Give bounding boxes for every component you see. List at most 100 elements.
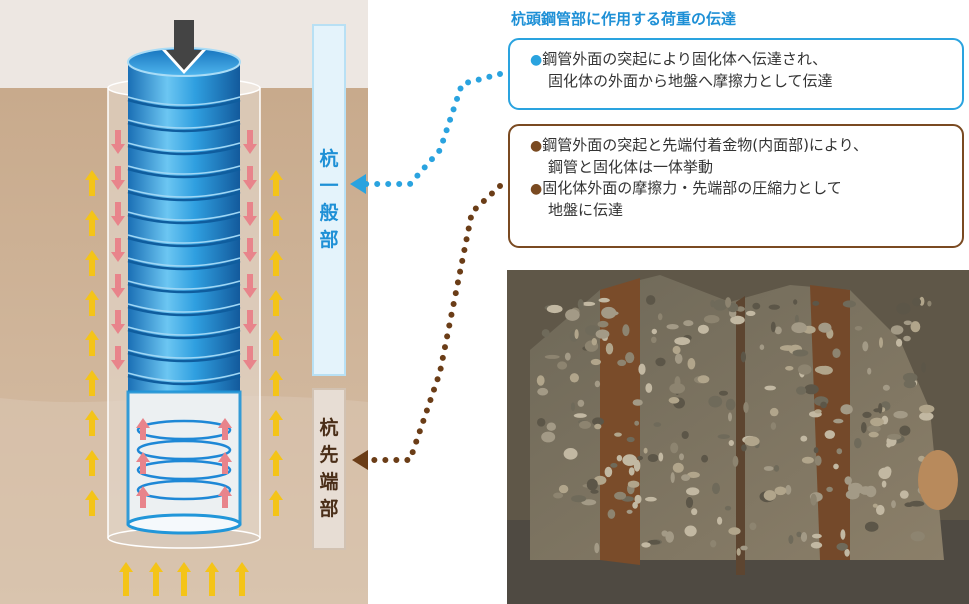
aggregate-stone (553, 492, 564, 499)
aggregate-stone (732, 455, 739, 467)
bullet-icon: ● (530, 138, 543, 154)
down-arrow-icon-shaft (115, 274, 121, 290)
aggregate-stone (796, 386, 807, 395)
up-arrow-icon (269, 370, 283, 380)
aggregate-stone (878, 467, 891, 479)
down-arrow-icon (243, 360, 257, 370)
aggregate-stone (785, 484, 792, 495)
aggregate-stone (685, 496, 694, 509)
aggregate-stone (890, 325, 904, 335)
aggregate-stone (590, 489, 599, 494)
aggregate-stone (867, 367, 872, 375)
up-arrow-icon (85, 250, 99, 260)
aggregate-stone (617, 359, 627, 366)
up-arrow-icon (218, 418, 232, 428)
aggregate-stone (736, 306, 745, 312)
aggregate-stone (574, 329, 579, 340)
up-arrow-icon-shaft (89, 338, 95, 356)
aggregate-stone (536, 375, 545, 386)
up-arrow-icon-shaft (222, 426, 228, 440)
aggregate-stone (626, 509, 633, 514)
aggregate-stone (812, 533, 822, 539)
pipe-rib (127, 374, 241, 386)
pipe-rib-highlight (127, 303, 241, 313)
aggregate-stone (598, 297, 610, 303)
aggregate-stone (854, 326, 863, 331)
up-arrow-icon-shaft (209, 570, 215, 596)
aggregate-stone (595, 329, 610, 339)
aggregate-stone (844, 476, 852, 485)
aggregate-stone (597, 320, 609, 328)
spiral-coil (136, 419, 232, 441)
aggregate-stone (903, 379, 917, 389)
aggregate-stone (537, 387, 549, 396)
down-arrow-icon-shaft (115, 202, 121, 218)
callout-text: 鋼管外面の突起により固化体へ伝達され、 (542, 50, 828, 68)
pipe-rib-highlight (127, 349, 241, 359)
pipe-rib (127, 98, 241, 110)
pipe-rib (127, 167, 241, 179)
up-arrow-icon-shaft (273, 258, 279, 276)
up-arrow-icon-shaft (89, 418, 95, 436)
aggregate-stone (736, 548, 741, 556)
down-arrow-icon (111, 288, 125, 298)
aggregate-stone (616, 455, 623, 462)
label-char: 部 (319, 229, 339, 251)
aggregate-stone (893, 410, 908, 419)
aggregate-stone (840, 404, 853, 415)
aggregate-stone (740, 545, 748, 551)
pipe-rib (127, 282, 241, 294)
callout-text: 鋼管外面の突起と先端付着金物(内面部)により、 (542, 136, 869, 154)
aggregate-stone (594, 542, 600, 554)
aggregate-stone (701, 454, 709, 463)
aggregate-stone (879, 337, 883, 348)
aggregate-stone (564, 352, 571, 361)
aggregate-stone (569, 373, 580, 383)
aggregate-stone (581, 499, 597, 506)
aggregate-stone (637, 455, 643, 461)
aggregate-stone (546, 422, 556, 431)
up-arrow-icon (205, 562, 219, 572)
bullet-icon: ● (530, 181, 543, 197)
down-arrow-icon-shaft (247, 310, 253, 326)
aggregate-stone (537, 418, 546, 427)
aggregate-stone (763, 466, 774, 471)
down-arrow-icon (111, 252, 125, 262)
aggregate-stone (571, 495, 587, 503)
pipe-rib-highlight (127, 211, 241, 221)
pipe-rib (127, 259, 241, 271)
aggregate-stone (882, 384, 890, 391)
aggregate-stone (541, 431, 556, 443)
aggregate-texture (536, 295, 935, 557)
pipe-rib (127, 190, 241, 202)
up-arrow-icon (269, 410, 283, 420)
aggregate-stone (770, 422, 777, 430)
aggregate-stone (683, 320, 694, 327)
up-arrow-icon-shaft (89, 218, 95, 236)
up-arrow-icon (85, 290, 99, 300)
aggregate-stone (573, 413, 587, 418)
aggregate-stone (666, 324, 679, 330)
tip-spiral-fittings (136, 419, 232, 501)
aggregate-stone (681, 474, 691, 481)
aggregate-stone (792, 349, 809, 357)
label-char: 般 (319, 202, 339, 224)
callout-line: 地盤に伝達 (530, 200, 948, 221)
aggregate-stone (896, 302, 911, 315)
aggregate-stone (788, 535, 794, 544)
up-arrow-icon (269, 290, 283, 300)
spiral-coil (136, 479, 232, 501)
aggregate-stone (797, 364, 812, 375)
pipe-rib (127, 236, 241, 248)
aggregate-stone (867, 425, 881, 433)
aggregate-stone (668, 397, 680, 404)
down-arrow-icon-shaft (247, 130, 253, 146)
up-arrow-icon-shaft (123, 570, 129, 596)
aggregate-stone (868, 431, 879, 438)
aggregate-stone (719, 390, 728, 396)
aggregate-stone (565, 309, 580, 321)
up-arrow-icon-shaft (273, 458, 279, 476)
up-arrow-icon-shaft (89, 298, 95, 316)
aggregate-stone (745, 310, 756, 316)
